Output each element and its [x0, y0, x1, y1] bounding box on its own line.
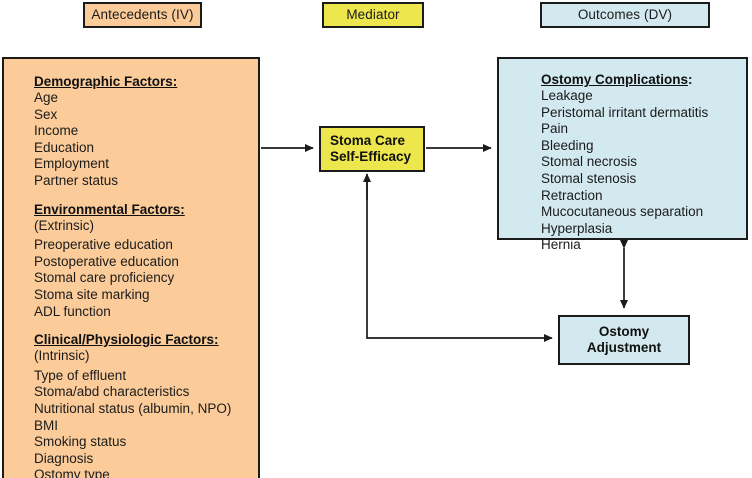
header-outcomes-label: Outcomes (DV) — [577, 7, 673, 23]
group-spacer — [34, 190, 258, 201]
list-item: Bleeding — [541, 137, 594, 153]
group-subtitle-intrinsic: (Intrinsic) — [34, 348, 90, 364]
group-heading-demographic-text: Demographic Factors: — [34, 74, 178, 89]
list-item: Ostomy type — [34, 467, 110, 478]
list-item: Stoma site marking — [34, 286, 150, 302]
group-heading-colon: : — [688, 72, 693, 87]
group-spacer — [34, 320, 258, 331]
mediator-line-2: Self-Efficacy — [330, 149, 412, 164]
list-item: Stoma/abd characteristics — [34, 384, 190, 400]
group-subtitle-extrinsic: (Extrinsic) — [34, 217, 94, 233]
list-item: Hernia — [541, 237, 581, 253]
list-item: Employment — [34, 156, 110, 172]
list-item: Stomal care proficiency — [34, 270, 175, 286]
list-item: Preoperative education — [34, 237, 173, 253]
header-mediator: Mediator — [322, 2, 424, 28]
adjustment-line-1: Ostomy — [598, 324, 650, 339]
list-item: Postoperative education — [34, 253, 179, 269]
list-item: Peristomal irritant dermatitis — [541, 104, 709, 120]
mediator-line-1: Stoma Care — [330, 133, 406, 148]
group-heading-ostomy-complications: Ostomy Complications: — [541, 71, 746, 88]
list-item: Stomal stenosis — [541, 170, 637, 186]
list-item: Income — [34, 123, 79, 139]
group-heading-clinical-text: Clinical/Physiologic Factors: — [34, 332, 219, 348]
list-item: Sex — [34, 106, 58, 122]
adjustment-line-2: Adjustment — [586, 340, 662, 355]
list-item: Hyperplasia — [541, 220, 613, 236]
list-item: ADL function — [34, 303, 111, 319]
list-item: Age — [34, 90, 59, 105]
group-heading-ostomy-complications-text: Ostomy Complications — [541, 72, 689, 87]
group-heading-clinical: Clinical/Physiologic Factors: — [34, 331, 258, 348]
list-item: Mucocutaneous separation — [541, 204, 704, 220]
list-item: Diagnosis — [34, 450, 94, 466]
group-heading-environmental-text: Environmental Factors: — [34, 201, 185, 217]
list-item: Partner status — [34, 172, 119, 188]
header-outcomes: Outcomes (DV) — [540, 2, 710, 28]
list-item: Stomal necrosis — [541, 154, 638, 170]
list-item: Type of effluent — [34, 367, 127, 383]
list-item: Smoking status — [34, 434, 127, 450]
group-heading-environmental: Environmental Factors: — [34, 201, 258, 218]
list-item: BMI — [34, 417, 59, 433]
header-mediator-label: Mediator — [346, 7, 400, 23]
list-item: Education — [34, 139, 95, 155]
header-antecedents: Antecedents (IV) — [83, 2, 202, 28]
list-item: Pain — [541, 121, 569, 137]
group-heading-demographic: Demographic Factors: — [34, 73, 258, 90]
panel-antecedents: Demographic Factors: Age Sex Income Educ… — [2, 57, 260, 478]
header-antecedents-label: Antecedents (IV) — [91, 7, 194, 23]
list-item: Retraction — [541, 187, 603, 203]
box-ostomy-adjustment: Ostomy Adjustment — [558, 315, 690, 365]
list-item: Leakage — [541, 88, 593, 103]
box-stoma-care-self-efficacy: Stoma Care Self-Efficacy — [319, 126, 425, 172]
list-item: Nutritional status (albumin, NPO) — [34, 400, 232, 416]
panel-ostomy-complications: Ostomy Complications: Leakage Peristomal… — [497, 57, 748, 252]
